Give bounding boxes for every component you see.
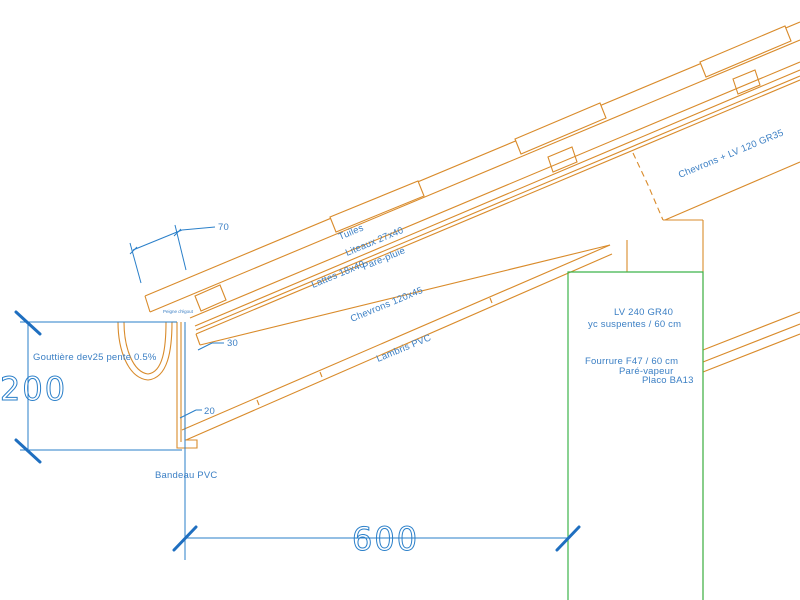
dim-600-text: 600	[352, 520, 419, 558]
pare-pluie-line	[195, 75, 800, 331]
dim-200-tick-bottom	[14, 438, 42, 464]
wall-plate	[626, 240, 704, 600]
roof-structure	[117, 21, 800, 600]
lattes-top	[189, 61, 800, 319]
wall-section	[567, 271, 704, 600]
tile-top-line	[144, 21, 800, 297]
dim-600-tick-left	[172, 525, 198, 552]
label-gouttiere: Gouttière dev25 pente 0.5%	[33, 352, 157, 363]
dim-70-tick-left	[129, 246, 138, 255]
dim-70-leader	[181, 226, 216, 231]
dim-200-text: 200	[0, 370, 67, 408]
lambris-joint-2	[489, 297, 493, 304]
label-lambris: Lambris PVC	[375, 332, 433, 364]
chevron-end	[195, 333, 201, 346]
label-lv-line2: yc suspentes / 60 cm	[588, 319, 681, 330]
lambris-joint-1	[319, 371, 323, 378]
tile-end	[144, 295, 151, 313]
lambris-bottom	[185, 253, 613, 441]
ceiling-line-3	[702, 333, 800, 373]
ceiling-line-2	[702, 323, 800, 363]
dim-70-ext-right	[174, 224, 187, 271]
tile-block-3	[699, 25, 792, 78]
dim-70-ext-left	[129, 242, 142, 284]
dim-70-line	[132, 229, 183, 251]
label-lv-line1: LV 240 GR40	[614, 307, 673, 318]
dim-70-text: 70	[218, 222, 229, 233]
chevron-top	[195, 79, 800, 335]
dimension-lines	[14, 224, 581, 560]
label-pare-vapeur: Paré-vapeur	[619, 366, 673, 377]
label-fourrure: Fourrure F47 / 60 cm	[585, 356, 678, 367]
tile-block-1	[329, 180, 425, 233]
dim-200-tick-top	[14, 310, 42, 336]
liteau-block-3	[732, 69, 761, 95]
chevron-bottom-left	[199, 244, 611, 346]
label-bandeau: Bandeau PVC	[155, 470, 217, 481]
lambris-joint-3	[256, 399, 260, 406]
lambris-top	[181, 244, 611, 431]
label-peigne: Peigne d'égout	[163, 309, 194, 314]
liteau-block-2	[547, 146, 578, 173]
tile-block-2	[514, 102, 607, 155]
bandeau	[176, 322, 198, 449]
liteau-block-1	[194, 284, 227, 312]
dim-600-tick-right	[555, 525, 581, 552]
lv-beam-dashed	[632, 152, 664, 221]
dim-20-line	[179, 409, 197, 419]
tile-bottom-line	[149, 39, 800, 313]
dim-70-tick-right	[173, 228, 182, 237]
gutter-inner	[123, 321, 167, 375]
label-chevrons-lv: Chevrons + LV 120 GR35	[677, 127, 785, 180]
dim-20-text: 20	[204, 406, 215, 417]
chevron-bottom-right	[664, 161, 800, 221]
dim-30-text: 30	[227, 338, 238, 349]
ceiling-line-1	[702, 311, 800, 351]
label-chevrons: Chevrons 120x45	[349, 285, 425, 325]
label-placo: Placo BA13	[642, 375, 694, 386]
wall-outline	[567, 271, 704, 600]
gutter-outer	[117, 321, 173, 381]
dim-30-line	[197, 342, 213, 351]
lattes-bottom	[194, 69, 800, 327]
